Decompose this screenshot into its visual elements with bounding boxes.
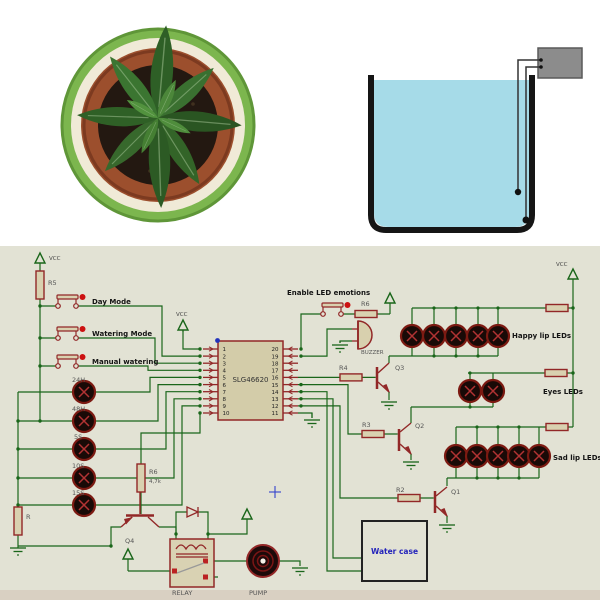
sensor-probes	[517, 59, 540, 218]
pin-8: 8	[223, 397, 227, 403]
sad-lip-leds-label: Sad lip LEDs	[553, 454, 600, 462]
eyes-leds-label: Eyes LEDs	[543, 388, 583, 396]
selector-15s-label: 15S	[72, 489, 84, 497]
r3-label: R3	[362, 421, 371, 429]
selector-48h-label: 48H	[72, 405, 85, 413]
water-case-label: Water case	[371, 547, 418, 556]
pin-16: 16	[272, 376, 279, 382]
r6-enable-label: R6	[361, 300, 370, 308]
pin-4: 4	[223, 369, 227, 375]
sensor-box	[537, 47, 583, 79]
cursor-crosshair-icon	[269, 486, 281, 498]
flyback-diode	[186, 505, 200, 519]
selector-5s-label: 5S	[74, 433, 82, 441]
r4-label: R4	[339, 364, 348, 372]
vcc-label-chip: VCC	[176, 312, 188, 318]
watering-mode-label: Watering Mode	[92, 330, 152, 338]
pin-10: 10	[223, 411, 230, 417]
q4-label: Q4	[125, 537, 134, 545]
enable-led-emotions-label: Enable LED emotions	[287, 289, 370, 297]
resistor-r6-mid	[136, 463, 146, 493]
q3-label: Q3	[395, 364, 404, 372]
pump-label: PUMP	[249, 589, 267, 597]
resistor-eyes	[544, 368, 568, 378]
pin-2: 2	[223, 354, 227, 360]
resistor-r2	[397, 493, 421, 503]
vcc-label-right: VCC	[556, 262, 568, 268]
pin-1: 1	[223, 347, 227, 353]
tank-walls	[368, 75, 535, 233]
selector-10s-label: 10S	[72, 462, 84, 470]
q1-label: Q1	[451, 488, 460, 496]
pump	[246, 544, 280, 578]
pin-9: 9	[223, 404, 227, 410]
r2-label: R2	[396, 486, 405, 494]
buzzer-label: BUZZER	[361, 350, 384, 356]
vcc-arrows	[34, 252, 579, 560]
pin-6: 6	[223, 383, 227, 389]
vcc-label-top-left: VCC	[49, 256, 61, 262]
transistor-q2	[397, 422, 412, 455]
manual-watering-label: Manual watering	[92, 358, 158, 366]
pin-15: 15	[272, 383, 279, 389]
schematic-bottom-strip	[0, 590, 600, 600]
r6-mid-value: 4,7k	[149, 479, 162, 485]
pin-18: 18	[272, 361, 279, 367]
happy-lip-leds-label: Happy lip LEDs	[512, 332, 571, 340]
pin-19: 19	[272, 354, 279, 360]
r5-label: R5	[48, 279, 57, 287]
day-mode-label: Day Mode	[92, 298, 131, 306]
q2-label: Q2	[415, 422, 424, 430]
pin-12: 12	[272, 404, 279, 410]
buzzer	[352, 320, 373, 350]
pin-11: 11	[272, 411, 279, 417]
resistor-sad	[545, 422, 569, 432]
resistor-happy	[545, 303, 569, 313]
irrigation-circuit-schematic: VCC VCC VCC R5 R R6 4,7k R6 R4 R3 R2 Day…	[0, 246, 600, 600]
r-label: R	[26, 513, 31, 521]
pin-14: 14	[272, 390, 279, 396]
pin-13: 13	[272, 397, 279, 403]
pin-3: 3	[223, 361, 227, 367]
resistor-r4	[339, 373, 363, 382]
chip-name-label: SLG46620	[232, 376, 268, 384]
sad-lip-leds	[443, 443, 552, 469]
pin-17: 17	[272, 369, 279, 375]
chip-slg46620	[203, 338, 298, 421]
water-case	[361, 520, 428, 582]
relay-label: RELAY	[172, 589, 192, 597]
relay	[169, 538, 215, 588]
wires	[17, 263, 574, 578]
r6-mid-label: R6	[149, 468, 158, 476]
water-tank-diagram	[368, 47, 583, 233]
water	[374, 80, 529, 227]
transistor-q4	[120, 492, 160, 528]
transistor-q3	[375, 362, 390, 393]
resistor-r6-enable	[354, 309, 378, 319]
eyes-leds	[457, 378, 506, 404]
resistor-r3	[361, 429, 385, 439]
selector-24h-label: 24H	[72, 376, 85, 384]
junction-dots	[16, 304, 575, 548]
pin-20: 20	[272, 347, 279, 353]
resistor-r5	[35, 270, 45, 300]
resistor-r	[13, 506, 23, 536]
happy-lip-leds	[399, 323, 511, 349]
pin-7: 7	[223, 390, 227, 396]
pin-5: 5	[223, 376, 227, 382]
transistor-q1	[433, 486, 448, 517]
plant-photo	[60, 23, 256, 223]
